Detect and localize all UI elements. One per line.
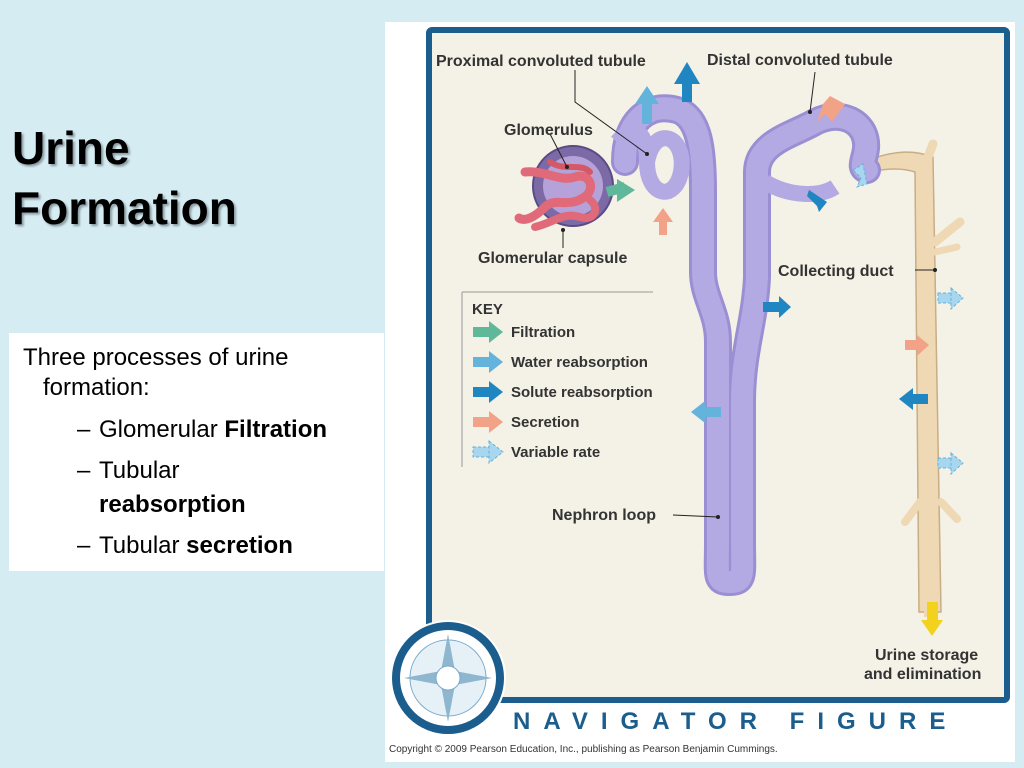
label-capsule: Glomerular capsule	[478, 250, 627, 267]
legend-label: Secretion	[511, 414, 579, 431]
bullet-dash: –	[77, 457, 91, 484]
legend-title: KEY	[472, 301, 503, 318]
legend-arrow-icon	[489, 381, 503, 403]
legend-arrow-icon	[489, 411, 503, 433]
bullet-bold: secretion	[186, 532, 293, 559]
legend-item: Secretion	[473, 411, 579, 433]
processes-text-box: Three processes of urine formation: – Gl…	[9, 333, 384, 571]
legend-arrow-icon	[488, 439, 504, 465]
copyright-text: Copyright © 2009 Pearson Education, Inc.…	[389, 744, 778, 755]
list-item: – Glomerular Filtration	[23, 413, 384, 447]
list-item: – Tubular secretion	[23, 529, 384, 563]
legend-label: Solute reabsorption	[511, 384, 653, 401]
bullet-dash: –	[77, 416, 91, 443]
navigator-figure-title: NAVIGATOR FIGURE	[513, 708, 958, 735]
process-arrows	[635, 62, 964, 636]
label-distal: Distal convoluted tubule	[707, 52, 893, 69]
nephron-diagram: Proximal convoluted tubule Distal convol…	[385, 22, 1015, 762]
navigator-figure: Proximal convoluted tubule Distal convol…	[385, 22, 1015, 762]
legend-arrow-icon	[472, 446, 492, 458]
legend-arrow-icon	[489, 321, 503, 343]
legend-label: Filtration	[511, 324, 575, 341]
legend-arrow-icon	[473, 417, 491, 427]
slide-title: Urine Formation	[12, 118, 237, 238]
label-urine-line-1: Urine storage	[875, 647, 978, 664]
label-proximal: Proximal convoluted tubule	[436, 53, 646, 70]
legend-item: Variable rate	[472, 439, 600, 465]
list-item: – Tubular reabsorption	[23, 454, 384, 522]
glomerulus	[514, 145, 635, 231]
label-urine-line-2: and elimination	[864, 666, 981, 683]
label-nephron-loop: Nephron loop	[552, 507, 656, 524]
bullet-bold: Filtration	[224, 416, 328, 443]
legend-item: Solute reabsorption	[473, 381, 653, 403]
figure-frame	[426, 27, 1010, 703]
process-list: – Glomerular Filtration – Tubular reabso…	[23, 413, 384, 563]
leader-lines	[549, 70, 937, 519]
legend-item: Filtration	[473, 321, 575, 343]
label-glomerulus: Glomerulus	[504, 122, 593, 139]
bullet-plain: Tubular	[99, 457, 180, 484]
legend-item: Water reabsorption	[473, 351, 648, 373]
legend-arrow-icon	[473, 357, 491, 367]
title-line-2: Formation	[12, 182, 237, 234]
bullet-plain: Glomerular	[99, 416, 225, 443]
title-line-1: Urine	[12, 122, 130, 174]
legend-label: Variable rate	[511, 444, 600, 461]
legend-label: Water reabsorption	[511, 354, 648, 371]
legend-arrow-icon	[473, 327, 491, 337]
legend-arrow-icon	[473, 387, 491, 397]
intro-text: Three processes of urine formation:	[23, 344, 289, 401]
legend-arrow-icon	[489, 351, 503, 373]
compass-icon	[390, 620, 506, 736]
bullet-bold: reabsorption	[99, 491, 246, 518]
label-collecting-duct: Collecting duct	[778, 263, 894, 280]
nephron-tubule	[611, 94, 881, 596]
bullet-dash: –	[77, 532, 91, 559]
bullet-plain: Tubular	[99, 532, 187, 559]
